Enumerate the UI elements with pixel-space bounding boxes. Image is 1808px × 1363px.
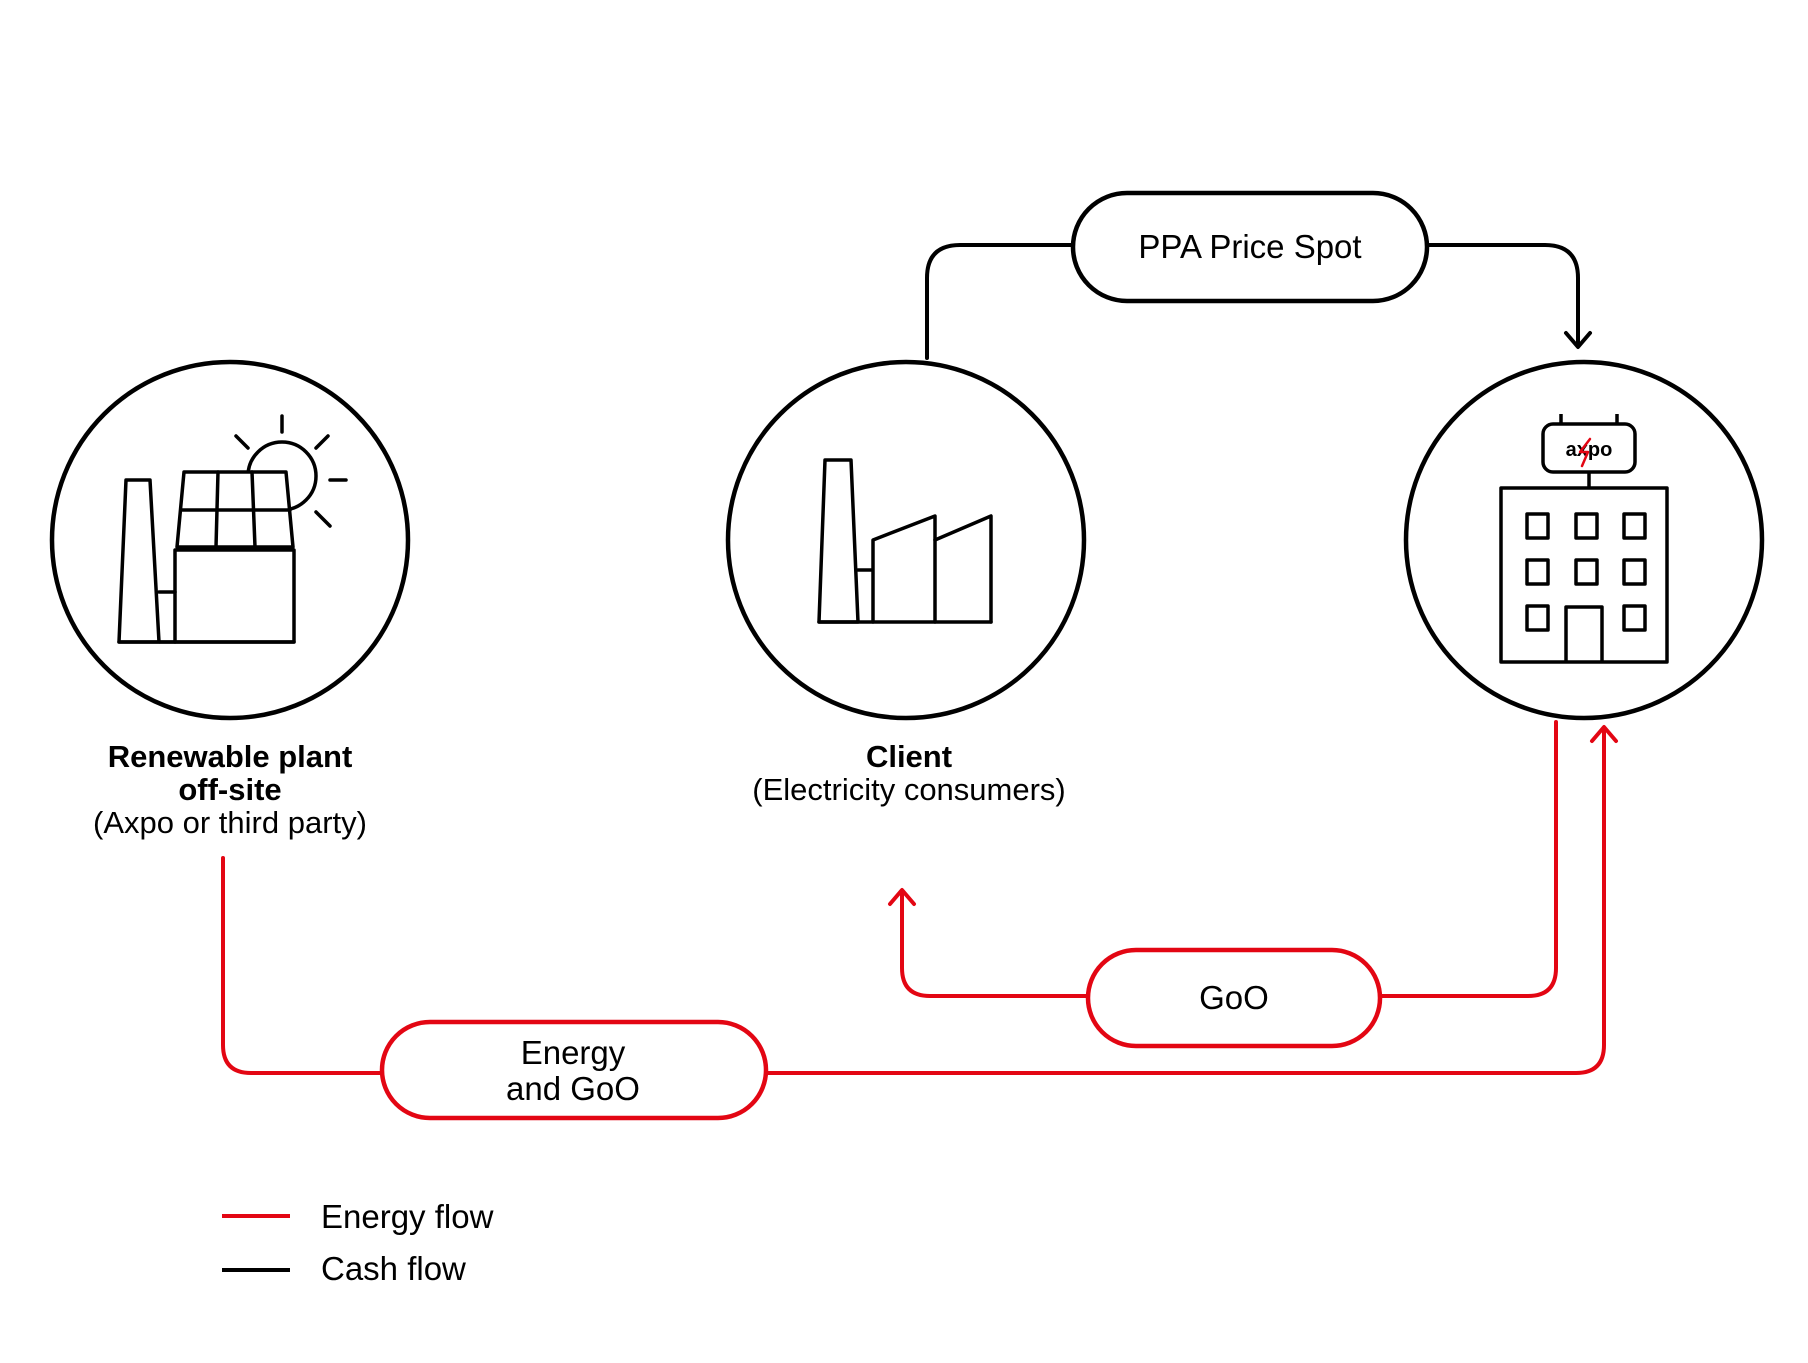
goo-line-pill-to-client bbox=[900, 891, 1090, 998]
goo-line-axpo-to-pill bbox=[1378, 720, 1558, 998]
energy-line-plant-to-pill bbox=[221, 856, 384, 1075]
energy-flow-connector bbox=[221, 720, 1618, 1075]
goo-label: GoO bbox=[1199, 979, 1269, 1016]
energy-goo-pill: Energy and GoO bbox=[379, 1019, 769, 1121]
client-title: Client bbox=[866, 739, 952, 774]
energy-line-pill-to-axpo bbox=[764, 728, 1606, 1075]
energy-goo-label-line1: Energy bbox=[521, 1034, 626, 1071]
cash-flow-line-pill-to-axpo bbox=[1425, 243, 1580, 347]
cash-flow-connector bbox=[925, 243, 1592, 360]
plant-title-line2: off-site bbox=[178, 772, 281, 807]
ppa-price-pill: PPA Price Spot bbox=[1070, 190, 1430, 304]
solar-factory-icon bbox=[117, 414, 348, 644]
energy-arrowhead-axpo bbox=[1590, 725, 1618, 743]
plant-circle bbox=[49, 359, 411, 721]
cash-flow-arrowhead bbox=[1564, 331, 1592, 349]
legend-cash-label: Cash flow bbox=[321, 1250, 466, 1287]
goo-pill: GoO bbox=[1085, 947, 1383, 1049]
office-building-icon bbox=[1499, 414, 1669, 664]
renewable-plant-node: Renewable plant off-site (Axpo or third … bbox=[49, 359, 411, 840]
energy-goo-label-line2: and GoO bbox=[506, 1070, 640, 1107]
axpo-circle bbox=[1403, 359, 1765, 721]
goo-arrowhead-client bbox=[888, 888, 916, 906]
cash-flow-line-client-to-pill bbox=[925, 243, 1075, 360]
axpo-logo-text: axpo bbox=[1566, 439, 1613, 461]
ppa-price-label: PPA Price Spot bbox=[1138, 228, 1361, 265]
axpo-lightning-icon bbox=[1578, 437, 1592, 468]
client-circle bbox=[725, 359, 1087, 721]
client-node: Client (Electricity consumers) bbox=[725, 359, 1087, 807]
axpo-node: axpo bbox=[1403, 359, 1765, 721]
legend-energy-label: Energy flow bbox=[321, 1198, 494, 1235]
factory-icon bbox=[817, 458, 993, 624]
client-subtitle: (Electricity consumers) bbox=[752, 772, 1066, 807]
plant-subtitle: (Axpo or third party) bbox=[93, 805, 367, 840]
legend: Energy flow Cash flow bbox=[222, 1198, 494, 1287]
plant-title-line1: Renewable plant bbox=[108, 739, 353, 774]
